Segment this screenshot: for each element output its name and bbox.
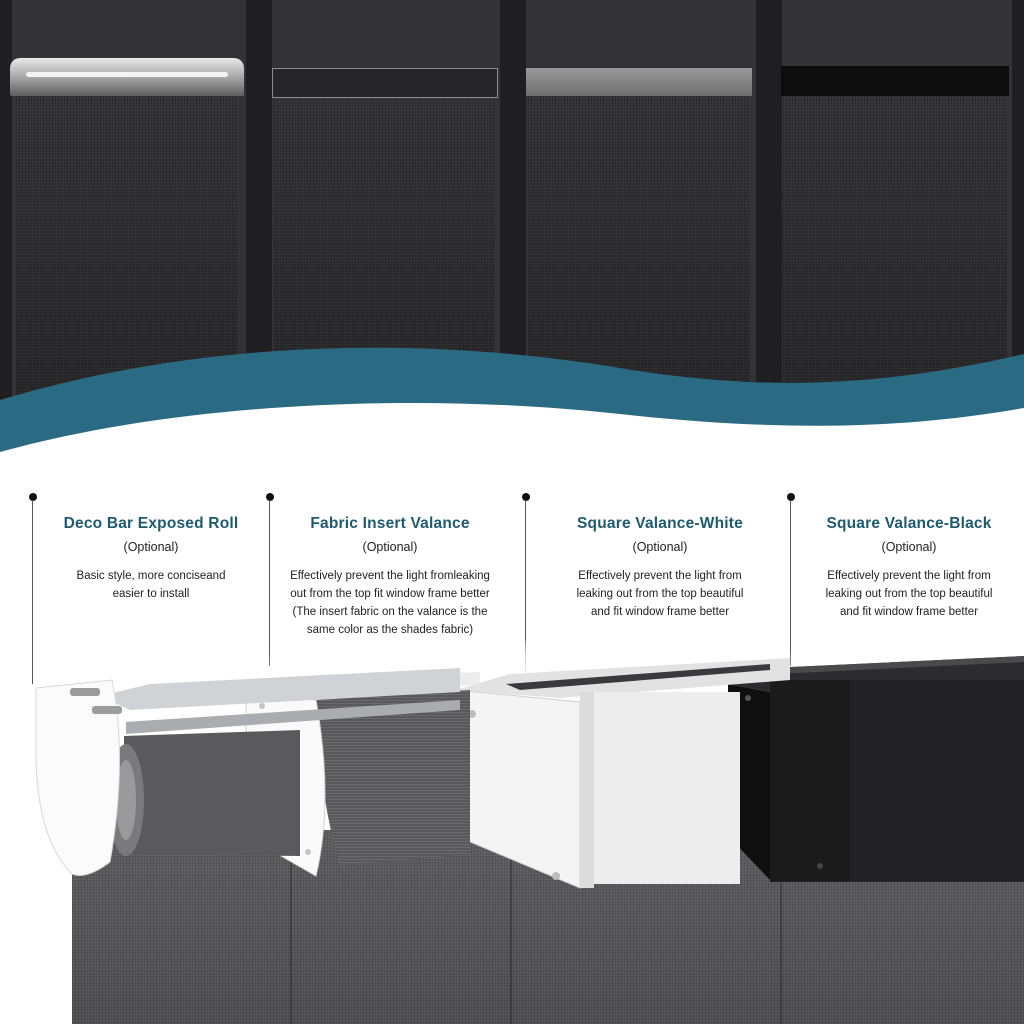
window-frame: [1012, 0, 1024, 460]
leader-dot: [522, 493, 530, 501]
option-title: Square Valance-White: [577, 515, 743, 532]
option-optional-note: (Optional): [123, 540, 179, 554]
option-description: Effectively prevent the light from leaki…: [540, 567, 780, 621]
option-description: Effectively prevent the light fromleakin…: [270, 567, 510, 639]
valance-renders: [35, 656, 1024, 889]
desc-line: easier to install: [112, 588, 190, 600]
deco-bar-exposed-roll: [35, 668, 460, 876]
option-description: Effectively prevent the light from leaki…: [789, 567, 1024, 621]
panel-seam: [510, 830, 512, 1024]
column-fabric-insert: Fabric Insert Valance (Optional) Effecti…: [266, 486, 510, 666]
teal-wave-divider: [0, 347, 1024, 520]
panel-seam: [780, 830, 782, 1024]
desc-line: and fit window frame better: [590, 606, 730, 618]
desc-line: out from the top fit window frame better: [290, 588, 490, 600]
option-optional-note: (Optional): [362, 540, 418, 554]
option-optional-note: (Optional): [632, 540, 688, 554]
leader-dot: [29, 493, 37, 501]
black-square-valance: [728, 656, 1024, 882]
option-description: Basic style, more conciseand easier to i…: [31, 567, 271, 603]
white-square-valance: [455, 658, 790, 889]
option-title: Square Valance-Black: [826, 515, 992, 532]
column-deco-bar: Deco Bar Exposed Roll (Optional) Basic s…: [29, 486, 271, 684]
option-title: Deco Bar Exposed Roll: [63, 515, 239, 532]
leader-line: [790, 500, 791, 666]
column-square-white: Square Valance-White (Optional) Effectiv…: [522, 486, 780, 674]
leader-line: [525, 500, 526, 674]
deco-bar-headrail: [10, 58, 244, 96]
option-optional-note: (Optional): [881, 540, 937, 554]
leader-dot: [266, 493, 274, 501]
desc-line: same color as the shades fabric): [306, 624, 474, 636]
leader-line: [32, 500, 33, 684]
desc-line: Basic style, more conciseand: [76, 570, 226, 582]
desc-line: Effectively prevent the light fromleakin…: [290, 570, 490, 582]
desc-line: leaking out from the top beautiful: [825, 588, 993, 600]
column-square-black: Square Valance-Black (Optional) Effectiv…: [787, 486, 1024, 666]
fabric-insert-headrail: [272, 68, 498, 98]
panel-seam: [290, 830, 292, 1024]
white-valance-headrail: [526, 68, 752, 96]
black-valance-headrail: [781, 66, 1009, 96]
desc-line: Effectively prevent the light from: [827, 570, 991, 582]
desc-line: leaking out from the top beautiful: [576, 588, 744, 600]
leader-line: [269, 500, 270, 666]
window-frame: [0, 0, 12, 460]
option-title: Fabric Insert Valance: [310, 515, 470, 532]
desc-line: (The insert fabric on the valance is the: [292, 606, 488, 618]
leader-dot: [787, 493, 795, 501]
desc-line: and fit window frame better: [839, 606, 979, 618]
desc-line: Effectively prevent the light from: [578, 570, 742, 582]
